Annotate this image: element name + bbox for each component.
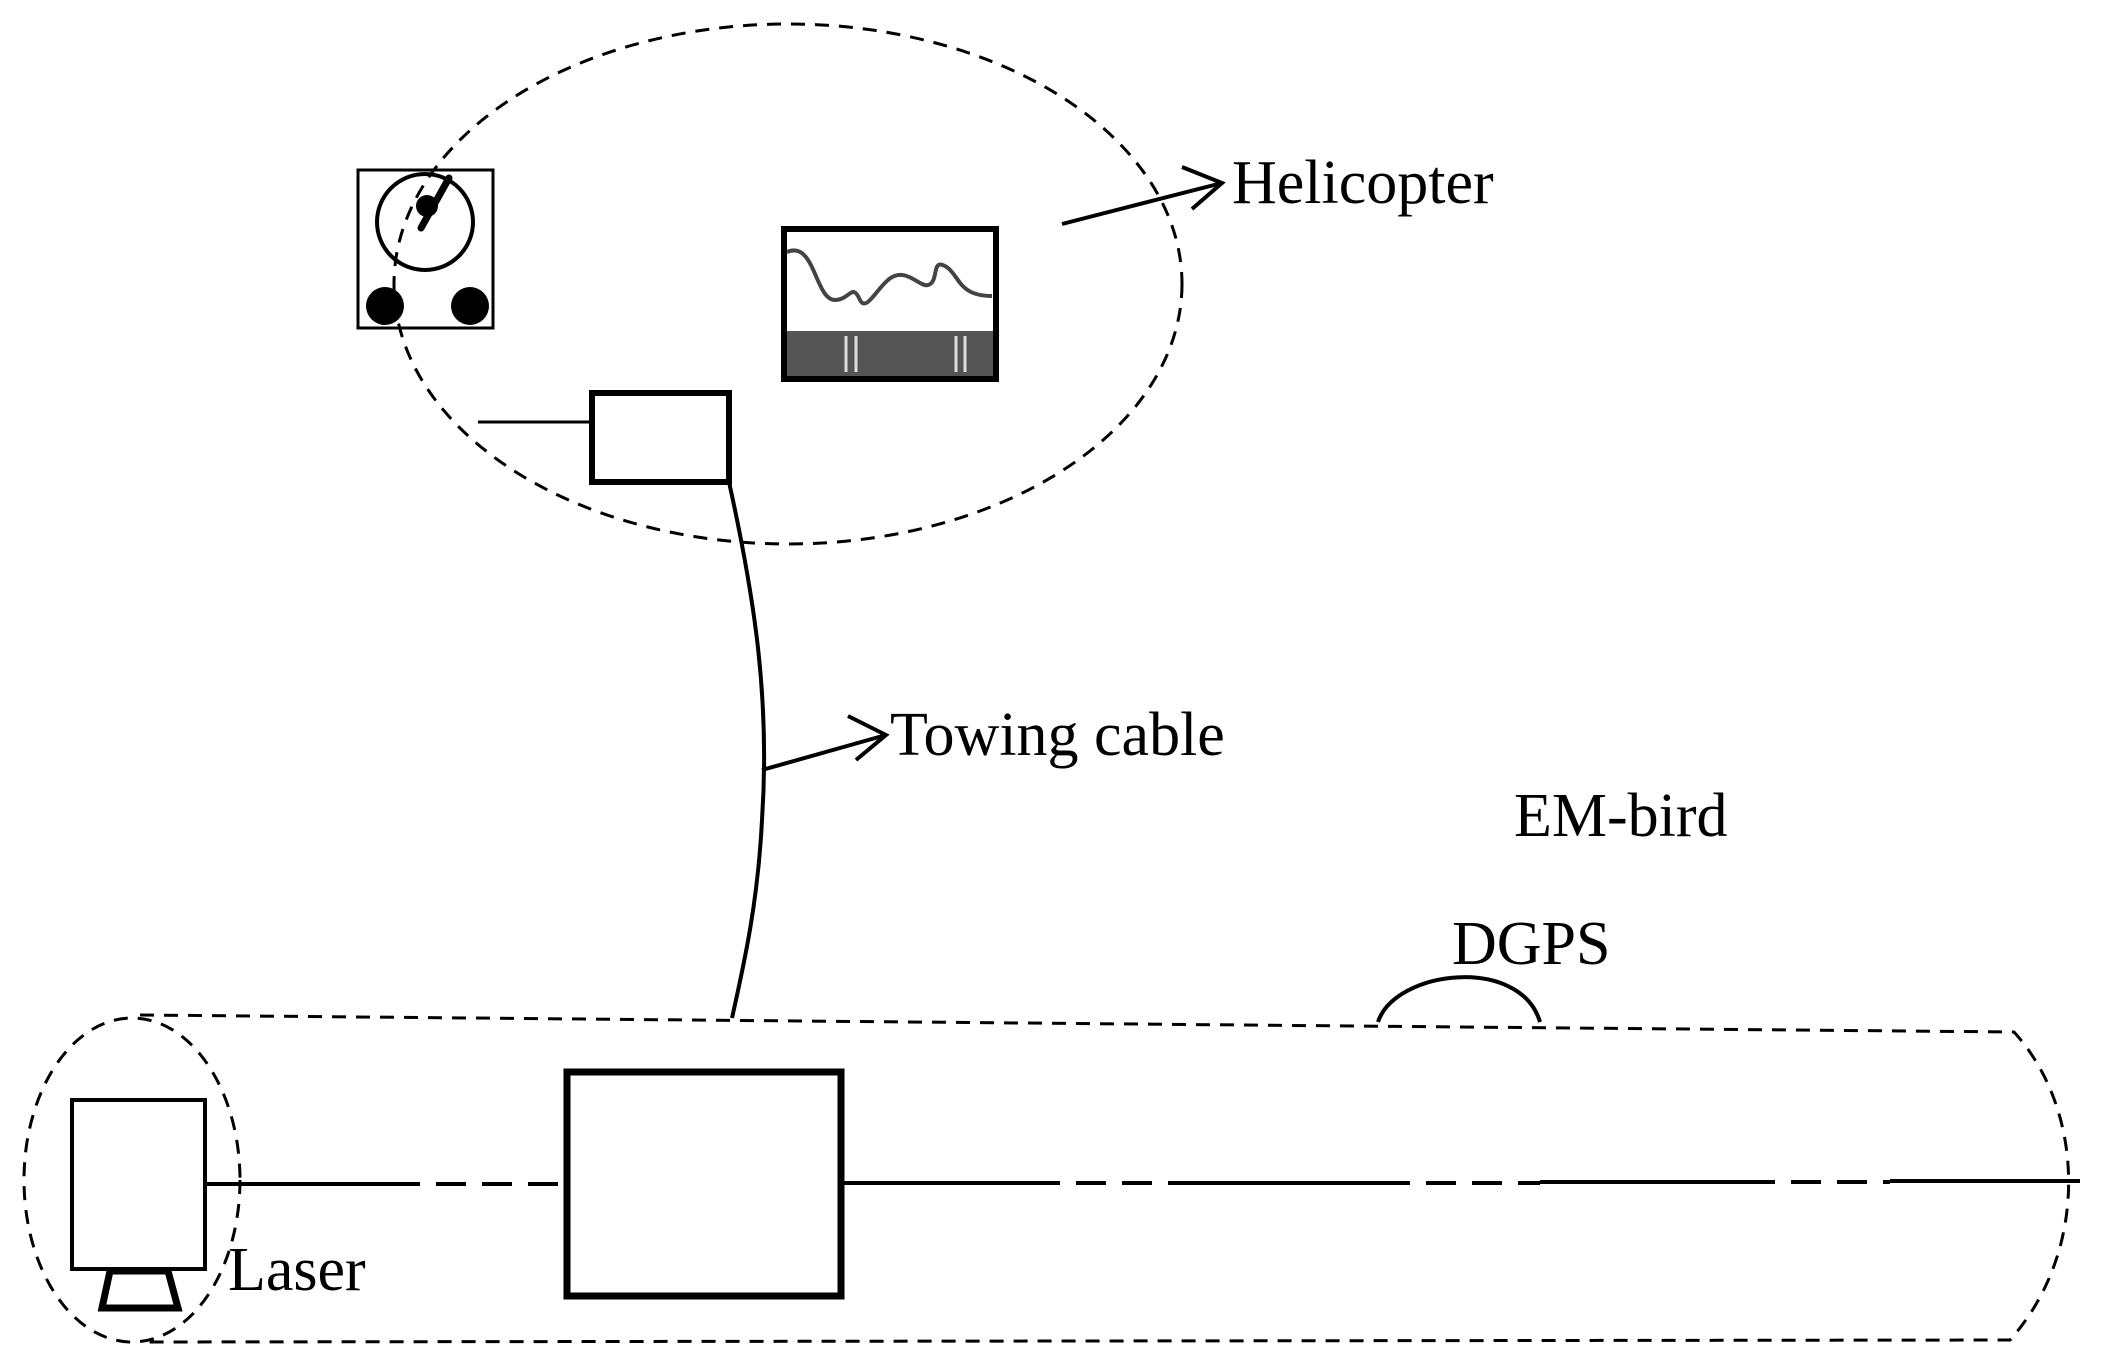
laser-label: Laser — [228, 1236, 366, 1304]
helicopter-boundary — [392, 22, 1184, 546]
winch-box — [478, 390, 732, 485]
towing-cable — [727, 481, 767, 1019]
data-recorder-screen-icon — [781, 226, 999, 382]
em-electronics-box — [563, 1068, 845, 1300]
em-bird-body — [139, 1013, 2071, 1344]
towing-cable-pointer-arrow — [761, 714, 890, 772]
laser-end-cap — [22, 1016, 242, 1344]
helicopter-pointer-arrow — [1061, 165, 1226, 226]
helicopter-label: Helicopter — [1232, 149, 1494, 217]
em-bird-label: EM-bird — [1514, 782, 1728, 850]
towing-cable-label: Towing cable — [890, 701, 1225, 769]
radar-instrument-icon — [356, 168, 495, 330]
laser-instrument-icon — [70, 1098, 207, 1312]
dgps-label: DGPS — [1452, 910, 1611, 978]
bird-axis-line — [205, 1179, 2080, 1186]
dgps-antenna-icon — [1376, 975, 1542, 1023]
